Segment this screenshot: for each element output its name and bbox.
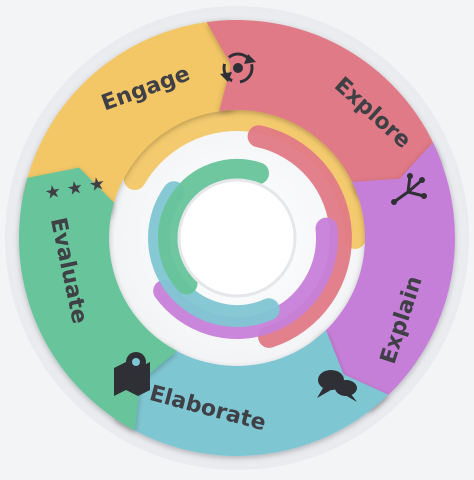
segment-elaborate <box>115 330 389 456</box>
segment-engage <box>22 20 256 216</box>
center-hole <box>177 178 297 298</box>
segment-explore <box>206 19 442 202</box>
swirl-arc-explore <box>247 125 352 348</box>
segment-explain <box>315 142 455 410</box>
branching-arrows-icon <box>391 173 427 205</box>
cycle-arrows-icon <box>220 52 256 84</box>
swirl-arc-evaluate <box>158 158 269 295</box>
swirl-arc-engage <box>123 108 366 249</box>
inner-swirl <box>123 108 366 348</box>
swirl-arc-explain <box>153 217 338 339</box>
map-pin-icon <box>114 352 150 396</box>
speech-bubbles-icon <box>317 370 357 402</box>
